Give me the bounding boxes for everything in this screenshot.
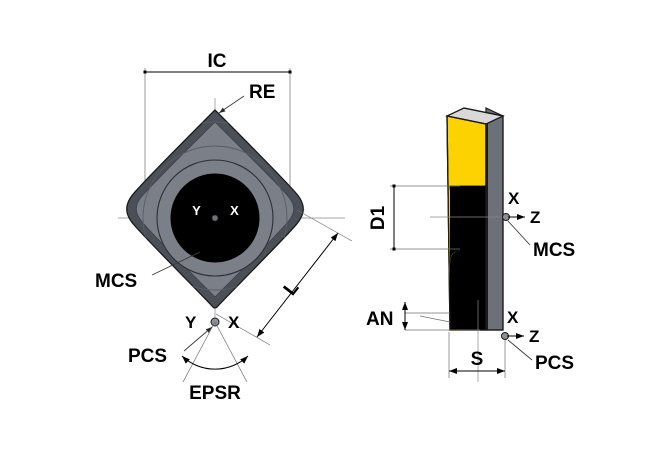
side-notch-bottom [450,250,460,330]
front-pcs-leader: PCS [128,326,213,367]
s-dimension: S [448,332,506,378]
d1-dimension: D1 [368,184,460,251]
side-top-outline [446,107,504,117]
front-pcs-label: PCS [128,346,167,367]
side-mcs-leader: MCS [507,220,575,261]
epsr-label: EPSR [189,383,241,404]
l-label: L [280,277,304,299]
side-black-rect [460,186,486,330]
side-black-core-full [450,186,460,265]
front-mcs-label: MCS [95,271,137,292]
side-edge-strip [486,124,488,330]
front-pcs-axis-labels: Y X [185,313,240,332]
side-back-face [485,107,504,331]
side-mcs-z-label: Z [530,208,540,227]
front-axis-labels: Y X [189,202,242,218]
front-view: IC Y X [95,51,353,404]
chipbreaker-curves [126,121,304,308]
side-pcs-label: PCS [535,353,574,374]
side-mcs-x-label: X [508,189,520,208]
side-pcs-x-label: X [507,308,519,327]
ic-label: IC [208,51,227,72]
front-y-axis-label: Y [192,203,201,218]
front-pcs-x-label: X [228,313,240,332]
epsr-angle: EPSR [181,321,249,404]
side-mcs-axes: X Z [508,189,540,227]
front-mcs-leader: MCS [95,251,201,292]
an-label: AN [366,309,393,330]
d1-label: D1 [368,205,389,230]
re-label: RE [249,82,275,103]
side-pcs-z-label: Z [529,327,539,346]
side-view: D1 X Z MCS AN [366,107,575,382]
side-mcs-label: MCS [533,240,575,261]
front-pcs-y-label: Y [185,313,197,332]
side-notch-top [450,186,460,202]
side-back-outline [485,115,504,331]
s-label: S [471,349,484,370]
side-pcs-leader: PCS [507,339,574,374]
front-x-axis-label: X [230,203,239,218]
mcs-origin-dot [211,214,219,222]
an-angle: AN [366,302,480,331]
side-pcs-axes: X Z [507,308,539,346]
re-leader: RE [218,82,275,114]
